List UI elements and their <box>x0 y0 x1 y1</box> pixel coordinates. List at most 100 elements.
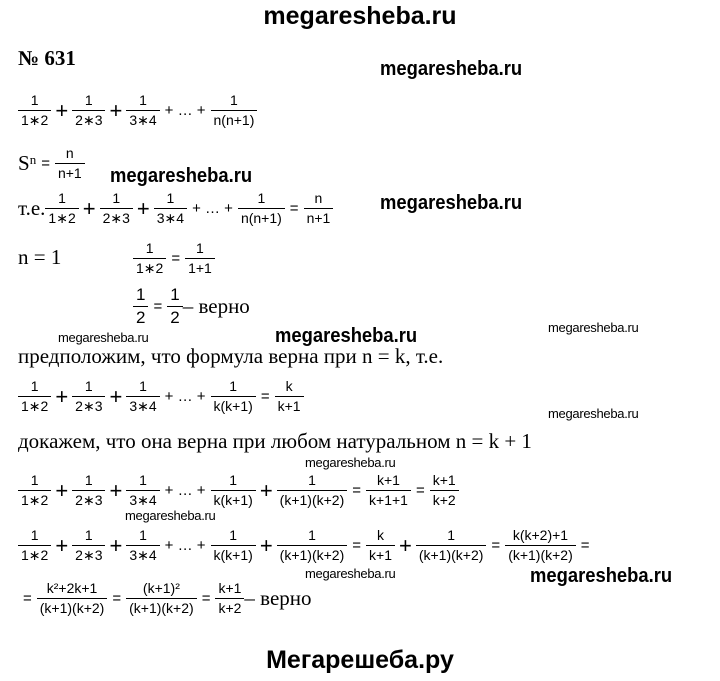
problem-number: № 631 <box>18 46 76 70</box>
operator: = <box>415 482 425 499</box>
denominator: k+1+1 <box>366 490 411 509</box>
numerator: 1 <box>84 472 93 488</box>
numerator: k <box>377 527 384 543</box>
denominator: k(k+1) <box>210 396 256 415</box>
operator: + <box>82 195 96 221</box>
operator: = <box>260 388 270 405</box>
operator: = <box>41 155 50 172</box>
denominator: (k+1)(k+2) <box>36 598 108 617</box>
operator: + <box>109 532 123 558</box>
operator: = <box>352 537 362 554</box>
numerator: 1 <box>229 527 238 543</box>
operator: + … + <box>164 482 206 499</box>
operator: + … + <box>192 200 233 217</box>
operator: = <box>153 298 163 315</box>
math-line: докажем, что она верна при любом натурал… <box>18 429 532 454</box>
numerator: n <box>314 190 323 206</box>
numerator: 1 <box>58 190 66 206</box>
denominator: 3∗4 <box>126 396 160 415</box>
denominator: (k+1)(k+2) <box>276 545 348 564</box>
watermark: megaresheba.ru <box>305 566 396 581</box>
numerator: 1 <box>170 285 180 304</box>
math-text: – верно <box>182 294 250 318</box>
operator: + <box>398 532 412 558</box>
numerator: 1 <box>139 527 147 543</box>
numerator: n <box>65 145 74 161</box>
denominator: k(k+1) <box>210 490 256 509</box>
denominator: (k+1)(k+2) <box>126 598 197 617</box>
denominator: 3∗4 <box>126 545 160 564</box>
operator: = <box>580 537 590 554</box>
operator: + <box>109 383 123 409</box>
operator: = <box>289 200 299 217</box>
site-footer: Мегарешеба.ру <box>266 646 454 674</box>
fraction: 1(k+1)(k+2) <box>415 527 487 564</box>
denominator: n(n+1) <box>237 208 285 227</box>
operator: = <box>112 590 122 607</box>
fraction: k²+2k+1 (k+1)(k+2) <box>36 580 108 617</box>
numerator: 1 <box>229 378 238 394</box>
math-line: предположим, что формула верна при n = k… <box>18 344 443 369</box>
watermark: megaresheba.ru <box>380 192 523 214</box>
numerator: 1 <box>30 92 39 108</box>
site-header: megaresheba.ru <box>263 2 457 30</box>
numerator: k(k+2)+1 <box>512 527 569 543</box>
watermark: megaresheba.ru <box>548 406 639 421</box>
denominator: n(n+1) <box>210 110 258 129</box>
denominator: 2∗3 <box>72 396 106 415</box>
watermark: megaresheba.ru <box>305 455 396 470</box>
numerator: k+1 <box>218 580 242 596</box>
denominator: 2∗3 <box>72 110 106 129</box>
operator: + <box>55 383 69 409</box>
denominator: (k+1)(k+2) <box>276 490 348 509</box>
math-text: S <box>18 151 30 175</box>
denominator: 3∗4 <box>126 110 160 129</box>
operator: + <box>109 97 123 123</box>
math-text: т.е. <box>18 196 46 220</box>
fraction: 1 k(k+1) <box>210 472 256 509</box>
fraction: n n+1 <box>54 145 85 182</box>
denominator: k+2 <box>429 490 459 509</box>
numerator: 1 <box>30 472 39 488</box>
fraction: 1(k+1)(k+2) <box>276 527 348 564</box>
operator: + <box>259 477 273 503</box>
denominator: 2∗3 <box>99 208 133 227</box>
operator: + <box>136 195 150 221</box>
watermark: megaresheba.ru <box>110 165 253 187</box>
math-text: – верно <box>244 586 312 610</box>
numerator: (k+1)² <box>142 580 180 596</box>
numerator: 1 <box>196 240 204 256</box>
numerator: 1 <box>229 472 238 488</box>
operator: + <box>109 477 123 503</box>
denominator: 1∗2 <box>18 396 52 415</box>
math-text: докажем, что она верна при любом натурал… <box>18 429 532 453</box>
denominator: n+1 <box>54 163 85 182</box>
denominator: 1∗2 <box>45 208 79 227</box>
fraction: (k+1)² (k+1)(k+2) <box>126 580 197 617</box>
numerator: 1 <box>136 285 146 304</box>
numerator: k²+2k+1 <box>46 580 98 596</box>
operator: = <box>201 590 211 607</box>
operator: + … + <box>164 388 206 405</box>
denominator: k(k+1) <box>210 545 256 564</box>
denominator: 1+1 <box>185 258 215 277</box>
fraction: 1 k(k+1) <box>210 527 256 564</box>
numerator: 1 <box>84 378 93 394</box>
